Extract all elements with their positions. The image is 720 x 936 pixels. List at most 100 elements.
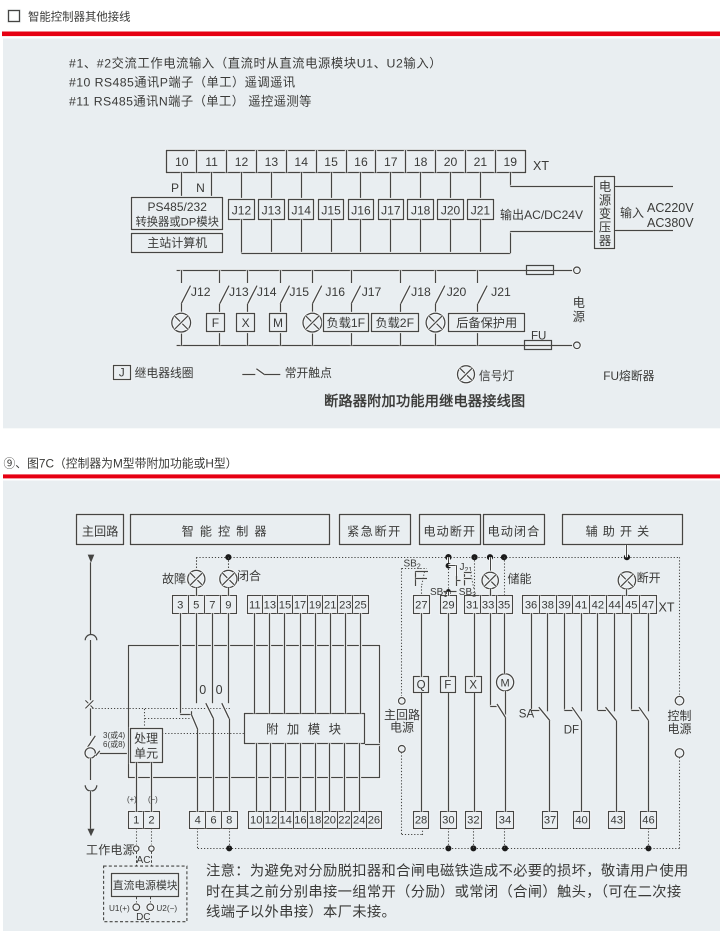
svg-text:X: X xyxy=(469,680,477,692)
svg-text:主站计算机: 主站计算机 xyxy=(147,235,207,250)
svg-text:SB3: SB3 xyxy=(459,587,476,599)
svg-text:J20: J20 xyxy=(447,285,467,299)
svg-text:45: 45 xyxy=(625,600,637,612)
svg-text:J: J xyxy=(119,368,125,380)
svg-text:16: 16 xyxy=(294,815,306,827)
svg-text:常开触点: 常开触点 xyxy=(285,366,332,380)
svg-text:后备保护用: 后备保护用 xyxy=(456,316,517,330)
svg-text:主回路: 主回路 xyxy=(82,523,119,538)
svg-text:28: 28 xyxy=(415,815,427,827)
svg-text:线端子以外串接）本厂未接。: 线端子以外串接）本厂未接。 xyxy=(206,904,396,921)
svg-text:DC: DC xyxy=(136,912,150,923)
svg-text:25: 25 xyxy=(354,600,366,612)
svg-text:10: 10 xyxy=(175,155,189,169)
svg-text:4: 4 xyxy=(195,815,201,827)
svg-text:SB1: SB1 xyxy=(430,587,447,599)
svg-text:7: 7 xyxy=(209,600,215,612)
svg-text:20: 20 xyxy=(444,155,458,169)
svg-text:6: 6 xyxy=(210,815,216,827)
svg-text:U2(−): U2(−) xyxy=(156,904,177,913)
svg-text:0: 0 xyxy=(199,683,206,697)
svg-text:37: 37 xyxy=(544,815,556,827)
svg-text:(+): (+) xyxy=(127,795,137,804)
svg-text:11: 11 xyxy=(249,600,261,612)
svg-text:5: 5 xyxy=(193,600,199,612)
svg-text:38: 38 xyxy=(542,600,554,612)
svg-text:J16: J16 xyxy=(325,285,345,299)
svg-text:41: 41 xyxy=(575,600,587,612)
svg-text:21: 21 xyxy=(324,600,336,612)
svg-text:AC: AC xyxy=(137,855,151,866)
svg-text:#10 RS485通讯P端子（单工）遥调遥讯: #10 RS485通讯P端子（单工）遥调遥讯 xyxy=(69,76,296,90)
svg-text:断路器附加功能用继电器接线图: 断路器附加功能用继电器接线图 xyxy=(324,393,525,410)
svg-text:断开: 断开 xyxy=(637,570,661,585)
svg-text:J18: J18 xyxy=(411,285,431,299)
svg-text:主回路: 主回路 xyxy=(384,707,420,722)
svg-text:42: 42 xyxy=(592,600,604,612)
svg-text:10: 10 xyxy=(250,815,262,827)
svg-text:附 加 模 块: 附 加 模 块 xyxy=(266,722,343,736)
svg-text:Q: Q xyxy=(417,680,426,692)
svg-text:M: M xyxy=(273,316,283,330)
svg-text:16: 16 xyxy=(354,155,368,169)
svg-text:32: 32 xyxy=(467,815,479,827)
svg-text:8: 8 xyxy=(226,815,232,827)
svg-text:36: 36 xyxy=(525,600,537,612)
svg-text:SA: SA xyxy=(519,709,535,721)
svg-text:紧急断开: 紧急断开 xyxy=(347,523,402,538)
svg-text:3: 3 xyxy=(177,600,183,612)
svg-text:J16: J16 xyxy=(351,203,371,217)
svg-text:J21: J21 xyxy=(471,203,491,217)
svg-text:22: 22 xyxy=(338,815,350,827)
svg-text:J15: J15 xyxy=(289,285,309,299)
svg-text:信号灯: 信号灯 xyxy=(479,369,515,383)
svg-text:26: 26 xyxy=(368,815,380,827)
svg-text:21: 21 xyxy=(474,155,488,169)
svg-text:F: F xyxy=(444,680,451,692)
svg-text:46: 46 xyxy=(642,815,654,827)
svg-text:继电器线圈: 继电器线圈 xyxy=(135,366,194,380)
svg-text:电: 电 xyxy=(599,180,611,194)
svg-text:40: 40 xyxy=(575,815,587,827)
svg-text:34: 34 xyxy=(499,815,511,827)
svg-text:2: 2 xyxy=(148,815,154,827)
svg-text:14: 14 xyxy=(279,815,291,827)
svg-text:39: 39 xyxy=(558,600,570,612)
svg-text:#11 RS485通讯N端子（单工） 遥控遥测等: #11 RS485通讯N端子（单工） 遥控遥测等 xyxy=(69,94,312,109)
svg-text:15: 15 xyxy=(279,600,291,612)
svg-text:变: 变 xyxy=(599,206,611,221)
svg-text:19: 19 xyxy=(504,155,518,169)
svg-text:23: 23 xyxy=(339,600,351,612)
svg-text:工作电源: 工作电源 xyxy=(86,843,135,857)
svg-text:输入: 输入 xyxy=(620,205,644,220)
svg-text:J17: J17 xyxy=(362,285,382,299)
svg-text:24: 24 xyxy=(353,815,365,827)
svg-text:控制: 控制 xyxy=(667,709,691,723)
svg-text:储能: 储能 xyxy=(508,571,532,586)
svg-text:20: 20 xyxy=(324,815,336,827)
svg-text:⑨、图7C（控制器为M型带附加功能或H型）: ⑨、图7C（控制器为M型带附加功能或H型） xyxy=(4,456,238,470)
svg-text:电源: 电源 xyxy=(390,721,414,735)
svg-text:转换器或DP模块: 转换器或DP模块 xyxy=(135,214,218,228)
svg-text:J12: J12 xyxy=(232,203,252,217)
svg-text:智能控制器其他接线: 智能控制器其他接线 xyxy=(28,10,131,24)
svg-text:43: 43 xyxy=(610,815,622,827)
svg-text:时在其之前分别串接一组常开（分励）或常闭（合闸）触头，（可在: 时在其之前分别串接一组常开（分励）或常闭（合闸）触头，（可在二次接 xyxy=(206,884,682,901)
svg-text:X: X xyxy=(242,316,250,330)
svg-text:AC380V: AC380V xyxy=(647,216,694,230)
svg-text:J15: J15 xyxy=(321,203,341,217)
svg-text:故障: 故障 xyxy=(162,571,186,586)
svg-text:12: 12 xyxy=(235,155,249,169)
svg-text:源: 源 xyxy=(599,193,611,207)
svg-text:辅助开关: 辅助开关 xyxy=(585,524,654,538)
svg-text:输出AC/DC24V: 输出AC/DC24V xyxy=(500,207,583,222)
svg-text:3(或4): 3(或4) xyxy=(103,730,126,740)
svg-text:6(或8): 6(或8) xyxy=(103,739,126,749)
svg-text:负载1F: 负载1F xyxy=(327,316,366,330)
svg-text:47: 47 xyxy=(642,600,654,612)
svg-text:13: 13 xyxy=(265,155,279,169)
svg-text:N: N xyxy=(196,181,205,195)
svg-text:18: 18 xyxy=(414,155,428,169)
svg-text:14: 14 xyxy=(294,155,308,169)
svg-text:闭合: 闭合 xyxy=(237,568,261,583)
